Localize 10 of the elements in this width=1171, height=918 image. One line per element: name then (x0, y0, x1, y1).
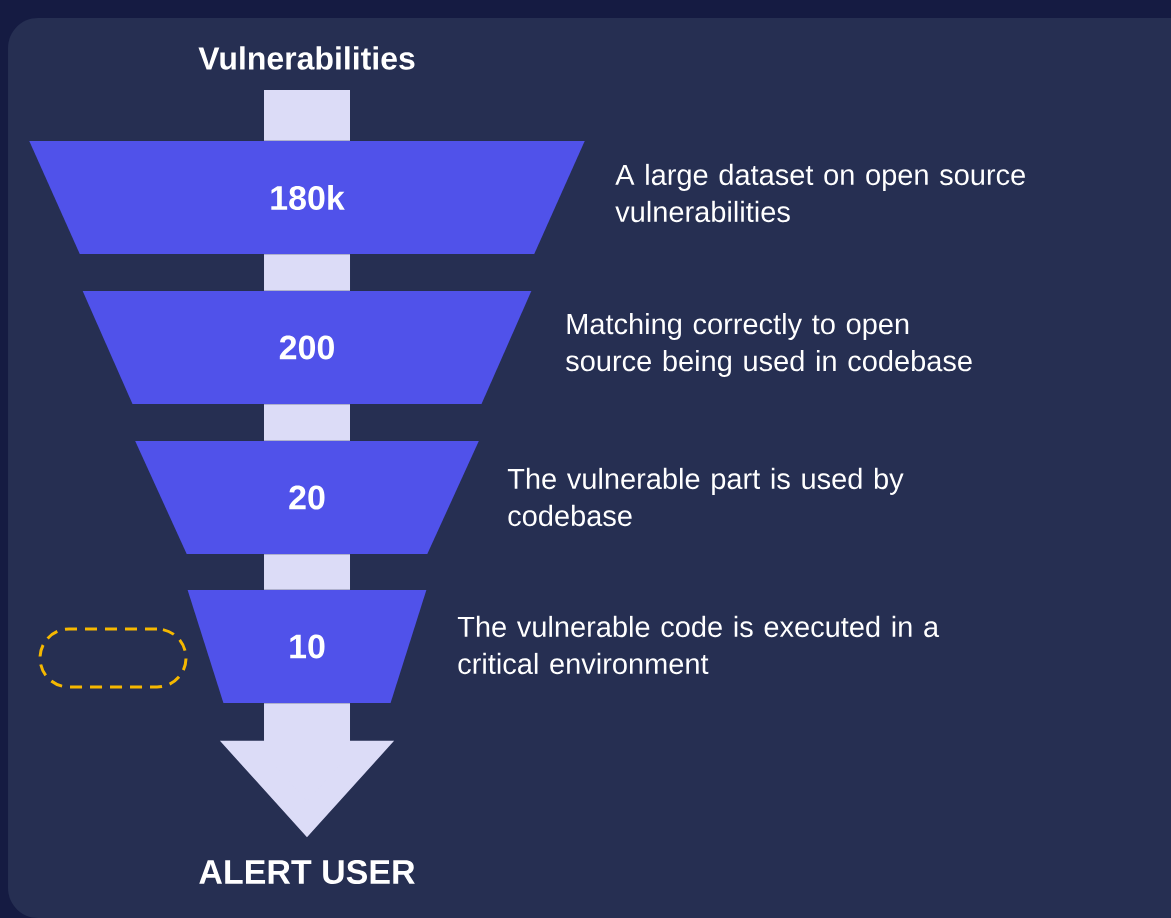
funnel-stage: 20 (135, 441, 479, 554)
heading: Vulnerabilities (198, 46, 415, 70)
heading: ALERT USER (199, 859, 415, 885)
funnel-stage: 10 (187, 590, 427, 703)
description: A large dataset on open source vulnerabilities (615, 163, 1025, 223)
funnel-stage: 200 (82, 291, 532, 404)
description: The vulnerable code is executed in a critical environment (457, 615, 940, 675)
description: The vulnerable part is used by codebase (507, 467, 904, 527)
funnel-stage: 180k (29, 141, 585, 254)
description: Matching correctly to open source being used in codebase (566, 313, 972, 377)
